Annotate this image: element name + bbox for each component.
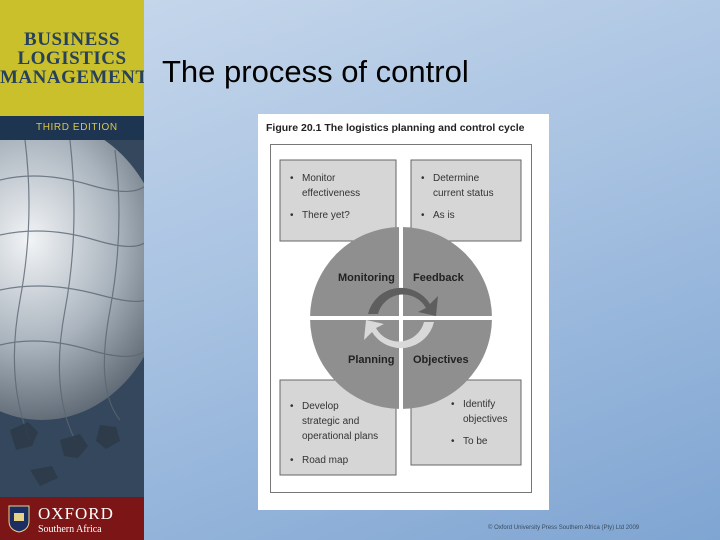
planning-control-cycle-diagram <box>270 144 532 493</box>
bottom-right-item-2: To be <box>463 436 488 447</box>
cover-edition: THIRD EDITION <box>0 116 144 140</box>
bottom-left-item-1c: operational plans <box>302 431 379 442</box>
cover-title: BUSINESS LOGISTICS MANAGEMENT <box>0 30 144 87</box>
cycle-arrow-top <box>368 287 438 316</box>
box-top-right <box>410 159 522 242</box>
copyright-notice: © Oxford University Press Southern Afric… <box>488 525 640 531</box>
top-right-item-1b: current status <box>433 188 494 199</box>
quadrant-monitoring: Monitoring <box>338 272 395 284</box>
cover-title-line-1: BUSINESS <box>24 29 120 50</box>
slide-title: The process of control <box>162 54 469 89</box>
top-left-item-2: There yet? <box>302 210 350 221</box>
oxford-crest-icon <box>8 505 30 533</box>
cycle-arrow-bottom <box>364 320 434 349</box>
publisher-name: OXFORD <box>38 504 114 523</box>
cover-title-box <box>0 0 144 116</box>
bottom-left-item-2: Road map <box>302 455 349 466</box>
cover-title-line-2: LOGISTICS <box>17 48 127 69</box>
bottom-right-item-1b: objectives <box>463 414 508 425</box>
quadrant-planning: Planning <box>348 354 395 366</box>
top-right-item-1a: Determine <box>433 173 480 184</box>
publisher-subtitle: Southern Africa <box>38 524 102 535</box>
cover-title-line-3: MANAGEMENT <box>0 67 144 88</box>
figure-caption: Figure 20.1 The logistics planning and c… <box>266 122 525 134</box>
top-left-item-1b: effectiveness <box>302 188 361 199</box>
book-cover: BUSINESS LOGISTICS MANAGEMENT THIRD EDIT… <box>0 0 144 540</box>
bottom-right-item-1a: Identify <box>463 399 496 410</box>
quadrant-feedback: Feedback <box>413 272 464 284</box>
puzzle-globe-image <box>0 140 144 500</box>
top-right-item-2: As is <box>433 210 455 221</box>
box-top-left <box>279 159 397 242</box>
quadrant-objectives: Objectives <box>413 354 469 366</box>
bottom-left-item-1a: Develop <box>302 401 339 412</box>
figure-caption-text: The logistics planning and control cycle <box>324 122 525 134</box>
figure-caption-label: Figure 20.1 <box>266 122 322 134</box>
bottom-left-item-1b: strategic and <box>302 416 360 427</box>
top-left-item-1a: Monitor <box>302 173 336 184</box>
